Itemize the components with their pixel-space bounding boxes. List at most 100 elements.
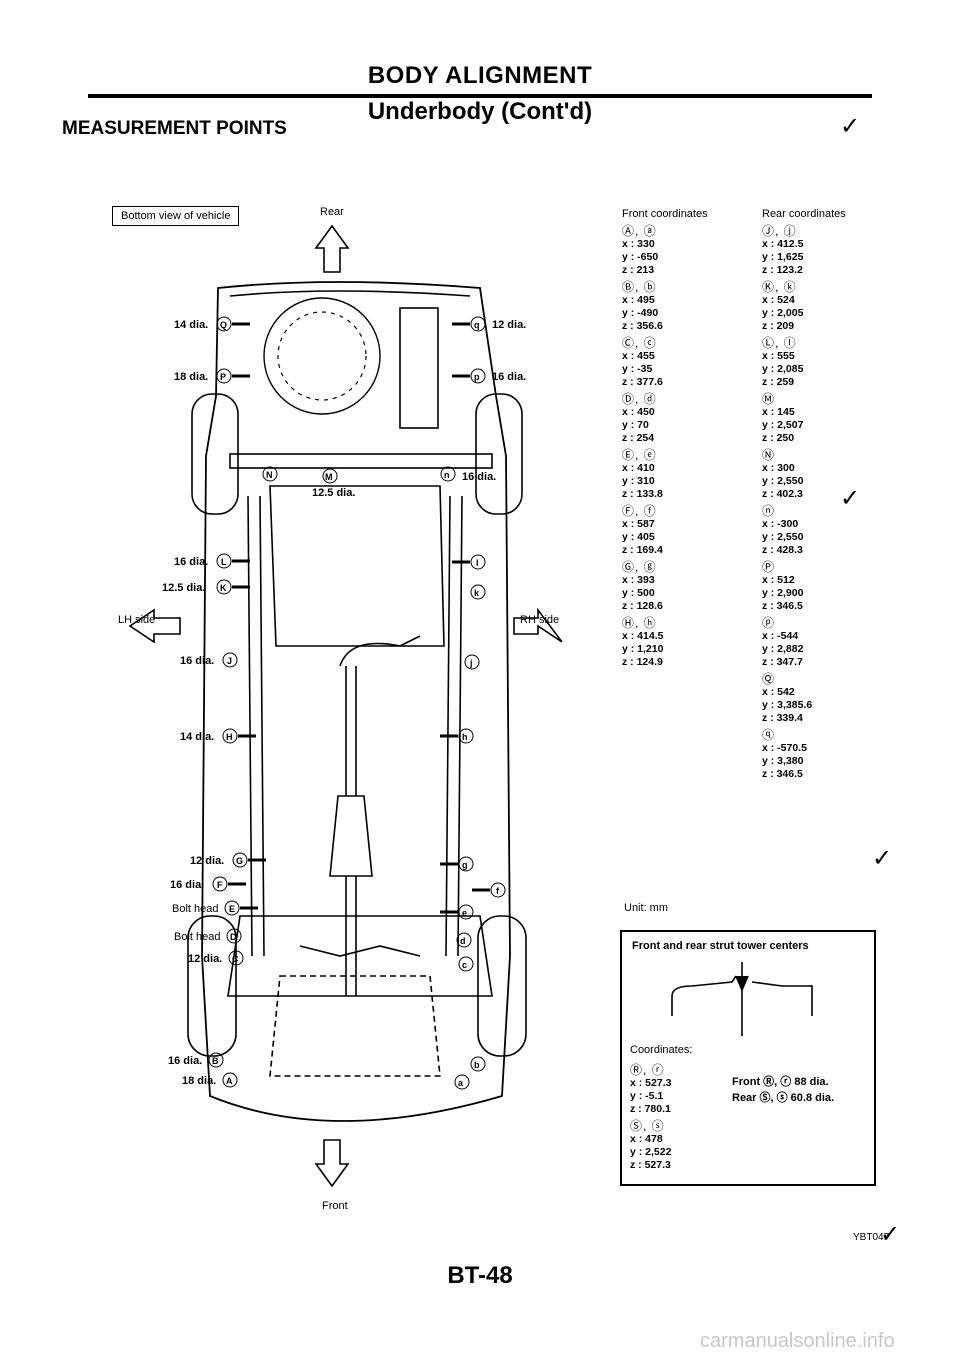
- svg-text:M: M: [325, 472, 333, 482]
- coordinate-x: x : 478: [630, 1133, 663, 1145]
- coordinate-y: y : -650: [622, 251, 659, 263]
- svg-text:F: F: [217, 880, 223, 890]
- coordinate-label: Ⓡ, ⓡ: [630, 1063, 665, 1077]
- coordinate-z: z : 780.1: [630, 1103, 671, 1115]
- svg-text:N: N: [266, 470, 273, 480]
- callout-h-right: h: [440, 728, 474, 744]
- coordinate-y: y : 3,385.6: [762, 699, 813, 711]
- coordinate-x: x : 555: [762, 350, 795, 362]
- rear-bumper: [229, 290, 471, 297]
- coordinate-x: x : 145: [762, 406, 795, 418]
- front-label: Front: [322, 1200, 348, 1212]
- coordinate-x: x : 542: [762, 686, 795, 698]
- callout-a-right: a: [454, 1074, 470, 1090]
- svg-text:16 dia.: 16 dia.: [492, 371, 526, 383]
- lh-arrow-icon: [128, 608, 181, 644]
- front-crossmember: [227, 915, 493, 997]
- callout-k-right: k: [470, 584, 486, 600]
- margin-tick-mark: ✓: [872, 845, 893, 872]
- coordinate-z: z : 346.5: [762, 768, 803, 780]
- coordinate-y: y : -5.1: [630, 1090, 664, 1102]
- callout-d-right: d: [456, 932, 472, 948]
- coordinate-y: y : 2,507: [762, 419, 804, 431]
- coordinate-z: z : 169.4: [622, 544, 663, 556]
- strut-rear-note: Rear Ⓢ, ⓢ 60.8 dia.: [732, 1092, 835, 1104]
- coordinate-z: z : 259: [762, 376, 795, 388]
- side-rail-right: [445, 495, 463, 957]
- callout-f-left: 16 dia.F: [170, 876, 246, 892]
- svg-text:16 dia.: 16 dia.: [168, 1055, 202, 1067]
- coordinate-x: x : 414.5: [622, 630, 664, 642]
- coordinate-label: Ⓟ: [762, 560, 776, 574]
- rear-axle-beam: [229, 453, 493, 469]
- svg-text:f: f: [496, 886, 500, 896]
- coordinate-label: Ⓗ, ⓗ: [622, 616, 657, 630]
- underbody-diagram: 14 dia.Q 18 dia.P 16 dia.L 12.5 dia.K 16…: [128, 224, 563, 1188]
- coordinate-y: y : 405: [622, 531, 655, 543]
- body-outline: [201, 281, 511, 1122]
- svg-text:E: E: [229, 904, 235, 914]
- coordinate-label: Ⓛ, ⓛ: [762, 336, 797, 350]
- lh-side-label: LH side: [118, 614, 156, 626]
- margin-tick-mark: ✓: [880, 1221, 901, 1248]
- rear-wheel-left: [191, 393, 239, 515]
- svg-text:l: l: [476, 558, 479, 568]
- svg-text:12 dia.: 12 dia.: [188, 953, 222, 965]
- coordinate-z: z : 213: [622, 264, 655, 276]
- svg-text:14 dia.: 14 dia.: [180, 731, 214, 743]
- exhaust-pipe: [345, 666, 357, 796]
- coordinate-y: y : 2,005: [762, 307, 804, 319]
- svg-text:K: K: [220, 583, 227, 593]
- coordinate-label: Ⓝ: [762, 448, 776, 462]
- svg-text:q: q: [474, 320, 480, 330]
- coordinate-x: x : 300: [762, 462, 795, 474]
- coordinate-label: Ⓜ: [762, 392, 776, 406]
- coordinate-z: z : 402.3: [762, 488, 803, 500]
- svg-text:n: n: [444, 470, 450, 480]
- coordinate-y: y : 2,522: [630, 1146, 672, 1158]
- coordinate-z: z : 527.3: [630, 1159, 671, 1171]
- coordinate-label: ⓠ: [762, 728, 776, 742]
- fuel-tank: [269, 485, 445, 647]
- engine-outline: [269, 975, 441, 1077]
- coordinate-x: x : 587: [622, 518, 655, 530]
- callout-f-right: f: [472, 882, 506, 898]
- svg-text:h: h: [462, 732, 468, 742]
- svg-text:a: a: [458, 1078, 464, 1088]
- svg-text:g: g: [462, 860, 468, 870]
- svg-text:J: J: [227, 656, 232, 666]
- coordinate-label: Ⓔ, ⓔ: [622, 448, 657, 462]
- coordinate-x: x : 527.3: [630, 1077, 672, 1089]
- page-number: BT-48: [447, 1262, 513, 1289]
- coordinate-x: x : -570.5: [762, 742, 807, 754]
- svg-text:b: b: [474, 1060, 480, 1070]
- svg-text:18 dia.: 18 dia.: [174, 371, 208, 383]
- rh-side-label: RH side: [520, 614, 560, 626]
- callout-c-left: 12 dia.C: [188, 950, 244, 966]
- svg-text:e: e: [462, 908, 467, 918]
- coordinate-z: z : 128.6: [622, 600, 663, 612]
- strut-front-note: Front Ⓡ, ⓡ 88 dia.: [732, 1076, 829, 1088]
- coordinate-y: y : 1,625: [762, 251, 804, 263]
- callout-k-left: 12.5 dia.K: [162, 579, 250, 595]
- svg-text:Bolt head: Bolt head: [174, 931, 220, 943]
- front-coordinates-heading: Front coordinates: [622, 208, 708, 220]
- front-wheel-right: [477, 915, 527, 1057]
- coordinate-y: y : 1,210: [622, 643, 664, 655]
- coordinate-y: y : 70: [622, 419, 649, 431]
- coordinate-x: x : 495: [622, 294, 655, 306]
- margin-tick-mark: ✓: [840, 113, 861, 140]
- coordinate-z: z : 347.7: [762, 656, 803, 668]
- svg-text:16 dia.: 16 dia.: [180, 655, 214, 667]
- spare-tire: [263, 297, 381, 415]
- callout-g-left: 12 dia.G: [190, 852, 266, 868]
